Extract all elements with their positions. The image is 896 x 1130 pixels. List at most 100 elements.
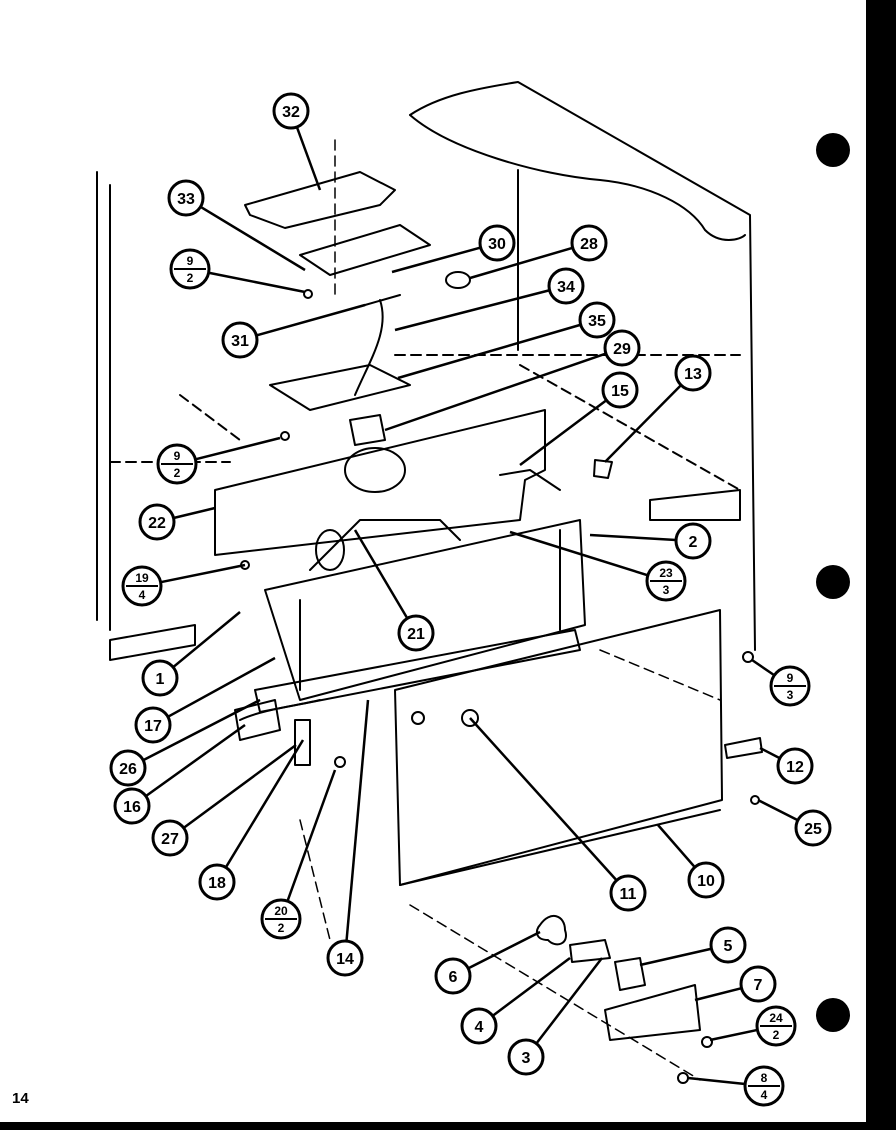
- callout-leader: [167, 656, 276, 718]
- callout-leader: [256, 303, 366, 337]
- callout-circle: [601, 371, 639, 409]
- callout-circle: [460, 1007, 498, 1045]
- callout-31: 31: [221, 321, 259, 359]
- callout-leader: [759, 746, 781, 760]
- page-number: 14: [12, 1090, 29, 1107]
- callout-26: 26: [109, 749, 147, 787]
- callout-number: 27: [161, 831, 179, 848]
- callout-8-4: 84: [743, 1065, 785, 1107]
- callout-top-number: 9: [174, 449, 181, 463]
- page-edge-right: [866, 0, 896, 1130]
- screws: [240, 289, 760, 1084]
- callout-bottom-number: 2: [187, 271, 194, 285]
- callout-25: 25: [794, 809, 832, 847]
- callout-circle: [478, 224, 516, 262]
- callout-leader: [142, 698, 261, 762]
- callout-32: 32: [272, 92, 310, 130]
- callout-leader: [694, 986, 742, 1002]
- callout-circle: [603, 329, 641, 367]
- callout-number: 14: [336, 951, 354, 968]
- callout-leader: [224, 739, 305, 869]
- callout-leader: [173, 506, 216, 520]
- callout-circle: [674, 522, 712, 560]
- callout-34: 34: [547, 267, 585, 305]
- panel-grommet: [461, 709, 479, 727]
- callout-21: 21: [397, 614, 435, 652]
- callout-leader: [391, 246, 481, 274]
- callout-leader: [145, 723, 246, 798]
- binder-hole: [816, 133, 850, 167]
- callout-bottom-number: 3: [787, 688, 794, 702]
- callout-bottom-number: 4: [761, 1088, 768, 1102]
- callout-leader: [469, 246, 574, 280]
- callout-23-3: 233: [645, 560, 687, 602]
- callout-top-number: 23: [659, 566, 673, 580]
- callout-9-2: 92: [169, 248, 211, 290]
- callout-leader: [353, 529, 409, 620]
- callout-circle: [198, 863, 236, 901]
- lamp-socket-wire: [354, 294, 401, 396]
- callout-leader: [604, 384, 682, 463]
- callout-28: 28: [570, 224, 608, 262]
- callout-20-2: 202: [260, 898, 302, 940]
- callout-4: 4: [460, 1007, 498, 1045]
- suction-tube: [309, 519, 461, 571]
- callout-circle: [138, 503, 176, 541]
- callout-number: 7: [754, 977, 763, 994]
- callout-circle: [674, 354, 712, 392]
- fan-motor: [614, 957, 646, 991]
- callout-number: 25: [804, 821, 822, 838]
- callout-number: 2: [689, 534, 698, 551]
- callout-6: 6: [434, 957, 472, 995]
- control-plate: [269, 364, 411, 411]
- callout-number: 29: [613, 341, 631, 358]
- callout-18: 18: [198, 863, 236, 901]
- callout-circle: [134, 706, 172, 744]
- callout-circle: [739, 965, 777, 1003]
- callout-leader: [491, 956, 571, 1017]
- callout-35: 35: [578, 301, 616, 339]
- callout-circle: [221, 321, 259, 359]
- evaporator-coil: [264, 519, 586, 701]
- callout-circle: [578, 301, 616, 339]
- callout-16: 16: [113, 787, 151, 825]
- callout-9-2: 92: [156, 443, 198, 485]
- callout-circle: [507, 1038, 545, 1076]
- callout-17: 17: [134, 706, 172, 744]
- callout-leader: [160, 563, 246, 584]
- callout-circle: [609, 874, 647, 912]
- slide-rail: [724, 737, 763, 759]
- callout-bottom-number: 2: [174, 466, 181, 480]
- callout-number: 12: [786, 759, 804, 776]
- callout-number: 30: [488, 236, 506, 253]
- fan-opening: [344, 447, 406, 493]
- callout-leader: [639, 947, 712, 967]
- callout-leader: [751, 658, 776, 677]
- callout-leader: [535, 957, 603, 1045]
- callout-number: 28: [580, 236, 598, 253]
- evaporator-cover: [214, 409, 546, 556]
- callout-number: 1: [156, 671, 165, 688]
- callout-leader: [687, 1076, 746, 1086]
- callout-number: 21: [407, 626, 425, 643]
- callout-number: 17: [144, 718, 162, 735]
- callout-number: 26: [119, 761, 137, 778]
- lamp: [445, 271, 471, 289]
- callout-7: 7: [739, 965, 777, 1003]
- callout-bottom-number: 2: [278, 921, 285, 935]
- callout-19-4: 194: [121, 565, 163, 607]
- callout-bottom-number: 3: [663, 583, 670, 597]
- callout-leader: [519, 399, 608, 467]
- callout-circle: [570, 224, 608, 262]
- callout-number: 13: [684, 366, 702, 383]
- callout-24-2: 242: [755, 1005, 797, 1047]
- callout-circle: [326, 939, 364, 977]
- callout-leader: [657, 824, 696, 869]
- callout-33: 33: [167, 179, 205, 217]
- callout-12: 12: [776, 747, 814, 785]
- callout-15: 15: [601, 371, 639, 409]
- callout-leader: [195, 436, 281, 461]
- callout-leader: [172, 611, 241, 669]
- fan-bracket: [569, 939, 611, 963]
